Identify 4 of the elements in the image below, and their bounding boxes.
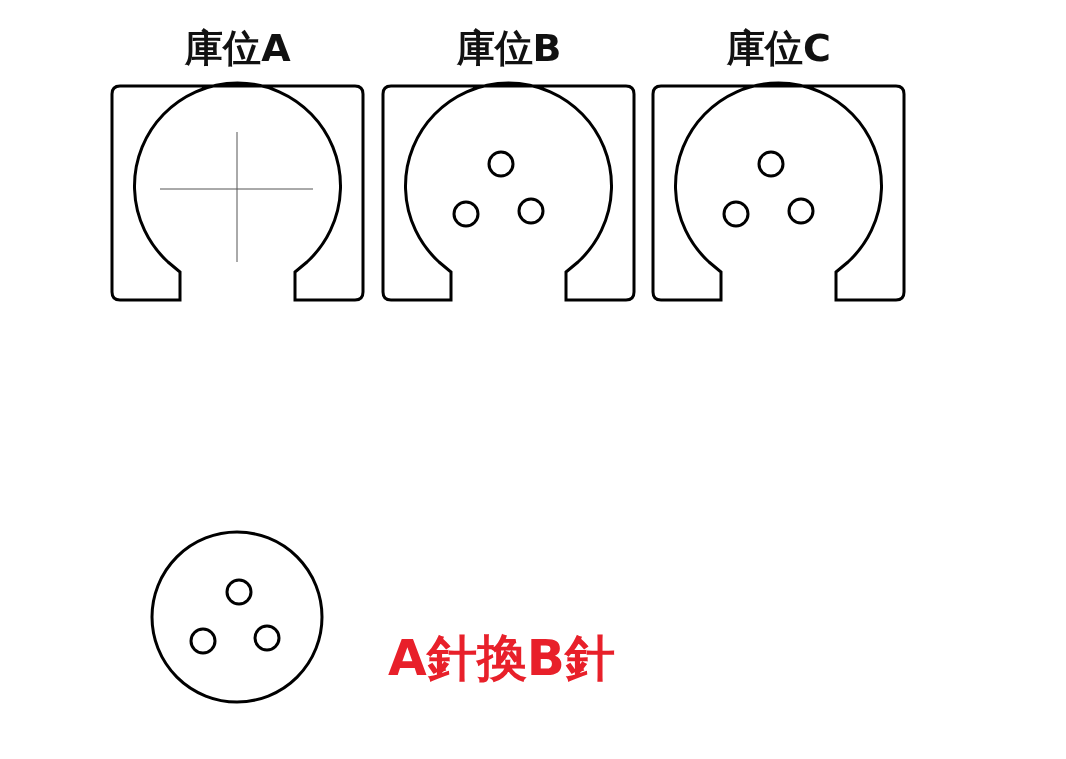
note-text: A針換B針 <box>388 628 615 688</box>
slot-label: 庫位A <box>184 26 292 70</box>
slot-label: 庫位B <box>455 26 563 70</box>
slot-label: 庫位C <box>726 26 832 70</box>
